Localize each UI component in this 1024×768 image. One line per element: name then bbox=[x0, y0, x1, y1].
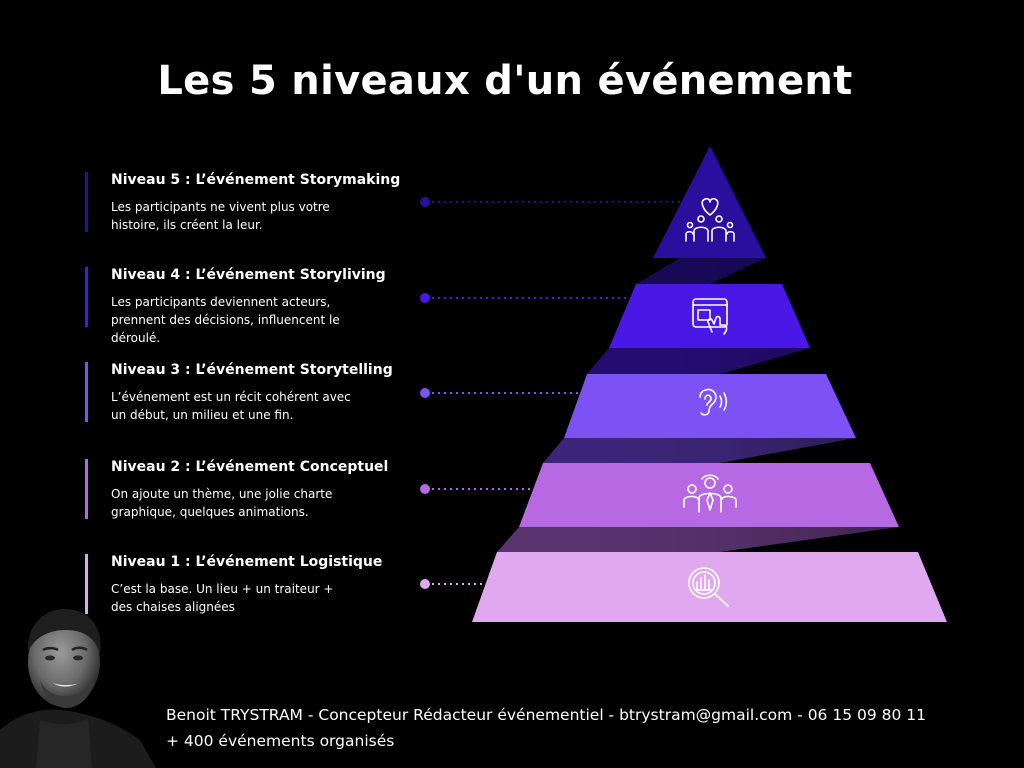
tier-connector-5-4 bbox=[636, 258, 766, 284]
author-portrait bbox=[0, 600, 160, 768]
author-contact-line: Benoit TRYSTRAM - Concepteur Rédacteur é… bbox=[166, 702, 926, 728]
leader-line-5 bbox=[420, 197, 680, 207]
tier-connector-2-1 bbox=[497, 527, 899, 552]
leader-line-3 bbox=[420, 388, 583, 398]
tier-connector-3-2 bbox=[543, 438, 856, 463]
tier-connector-4-3 bbox=[587, 348, 810, 374]
leader-line-1 bbox=[420, 579, 490, 589]
author-footer: Benoit TRYSTRAM - Concepteur Rédacteur é… bbox=[166, 702, 926, 754]
leader-line-4 bbox=[420, 293, 632, 303]
author-stats-line: + 400 événements organisés bbox=[166, 728, 926, 754]
leader-line-2 bbox=[420, 484, 535, 494]
